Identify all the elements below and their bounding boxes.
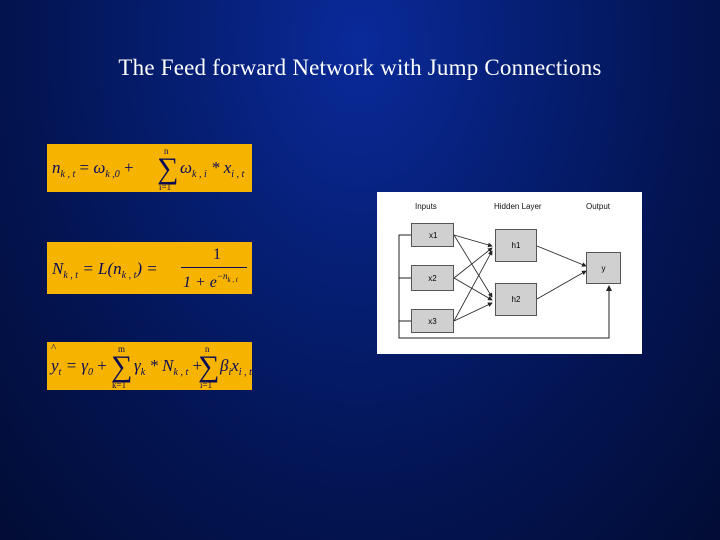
f3-x: x: [231, 356, 239, 375]
f2-numerator: 1: [213, 246, 221, 263]
header-output: Output: [586, 202, 611, 211]
f1-omega-sub: k , i: [192, 169, 207, 180]
slide-title: The Feed forward Network with Jump Conne…: [118, 55, 602, 80]
edge-x3-h2: [453, 302, 493, 322]
edge-x1-h1: [453, 234, 493, 248]
f1-sum-bottom: i=1: [159, 182, 172, 192]
output-node-y: y: [586, 252, 621, 284]
f1-plus: +: [124, 158, 134, 177]
f3-gamma-sub: k: [140, 367, 146, 378]
f3-sum1-bottom: k=1: [112, 380, 127, 390]
f3-sum2-bottom: i=1: [200, 380, 213, 390]
formula-logistic-activation: Nk , t = L(nk , t) = 1 1 + e−nk , t: [47, 242, 252, 294]
formula-output-with-jump: ^ yt = γ0 + m ∑ k=1 γk * Nk , t + n ∑ i=…: [47, 342, 252, 390]
network-connections: [398, 234, 612, 339]
network-diagram: Inputs Hidden Layer Output x1 x2 x3 h1 h…: [377, 192, 642, 354]
f3-times: * N: [149, 356, 174, 375]
f1-sum-sign: ∑: [157, 152, 179, 185]
f3-sum1-sign: ∑: [111, 350, 133, 383]
f1-x-sub: i , t: [231, 169, 245, 180]
f3-eq: = γ: [65, 356, 88, 375]
f3-sum1-top: m: [118, 344, 126, 354]
f3-lhs: y: [51, 356, 59, 375]
f1-lhs: n: [52, 158, 61, 177]
f2-exponent-sub: k , t: [227, 276, 238, 284]
f2-denominator: 1 + e: [183, 274, 217, 291]
f3-beta: β: [220, 356, 229, 375]
edge-h2-y: [536, 270, 587, 300]
f2-close: ) =: [136, 259, 158, 278]
formula-hidden-net-input: nk , t = ωk ,0 + n ∑ i=1 ωk , i * xi , t: [47, 144, 252, 192]
f1-omega0: ω: [93, 158, 106, 177]
f1-times: * x: [210, 158, 232, 177]
f2-n-sub: k , t: [121, 270, 137, 281]
f1-omega: ω: [180, 158, 193, 177]
f3-beta-sub: i: [228, 367, 232, 378]
header-inputs: Inputs: [415, 202, 437, 211]
hidden-node-h2: h2: [495, 283, 537, 316]
edge-h1-y: [536, 245, 587, 267]
jump-connection-path: [398, 234, 612, 339]
f1-sum-top: n: [164, 146, 169, 156]
hidden-node-h1: h1: [495, 229, 537, 262]
f3-sum2-top: n: [205, 344, 210, 354]
input-node-x3: x3: [411, 309, 454, 333]
f2-lhs-sub: k , t: [63, 270, 79, 281]
f3-plus1: +: [97, 356, 107, 375]
f2-eq: = L(n: [82, 259, 122, 278]
f3-gamma0-sub: 0: [88, 367, 93, 378]
input-node-x2: x2: [411, 265, 454, 291]
f1-omega0-sub: k ,0: [105, 169, 120, 180]
f3-x-sub: i , t: [238, 367, 252, 378]
f1-lhs-sub: k , t: [60, 169, 76, 180]
f1-eq: =: [79, 158, 90, 177]
edge-x2-h2: [453, 277, 493, 301]
f3-hat: ^: [51, 342, 57, 354]
edge-x3-h1: [453, 250, 493, 322]
f2-lhs: N: [52, 259, 64, 278]
f2-exponent: −n: [216, 271, 228, 281]
f3-N-sub: k , t: [173, 367, 189, 378]
edge-x2-h1: [453, 247, 493, 279]
f3-gamma: γ: [134, 356, 141, 375]
edge-x1-h2: [453, 234, 493, 298]
header-hidden-layer: Hidden Layer: [494, 202, 542, 211]
f2-fraction-bar: [181, 267, 247, 268]
f3-lhs-sub: t: [58, 367, 62, 378]
f3-sum2-sign: ∑: [198, 350, 220, 383]
input-node-x1: x1: [411, 223, 454, 247]
f3-plus2: +: [192, 356, 203, 375]
